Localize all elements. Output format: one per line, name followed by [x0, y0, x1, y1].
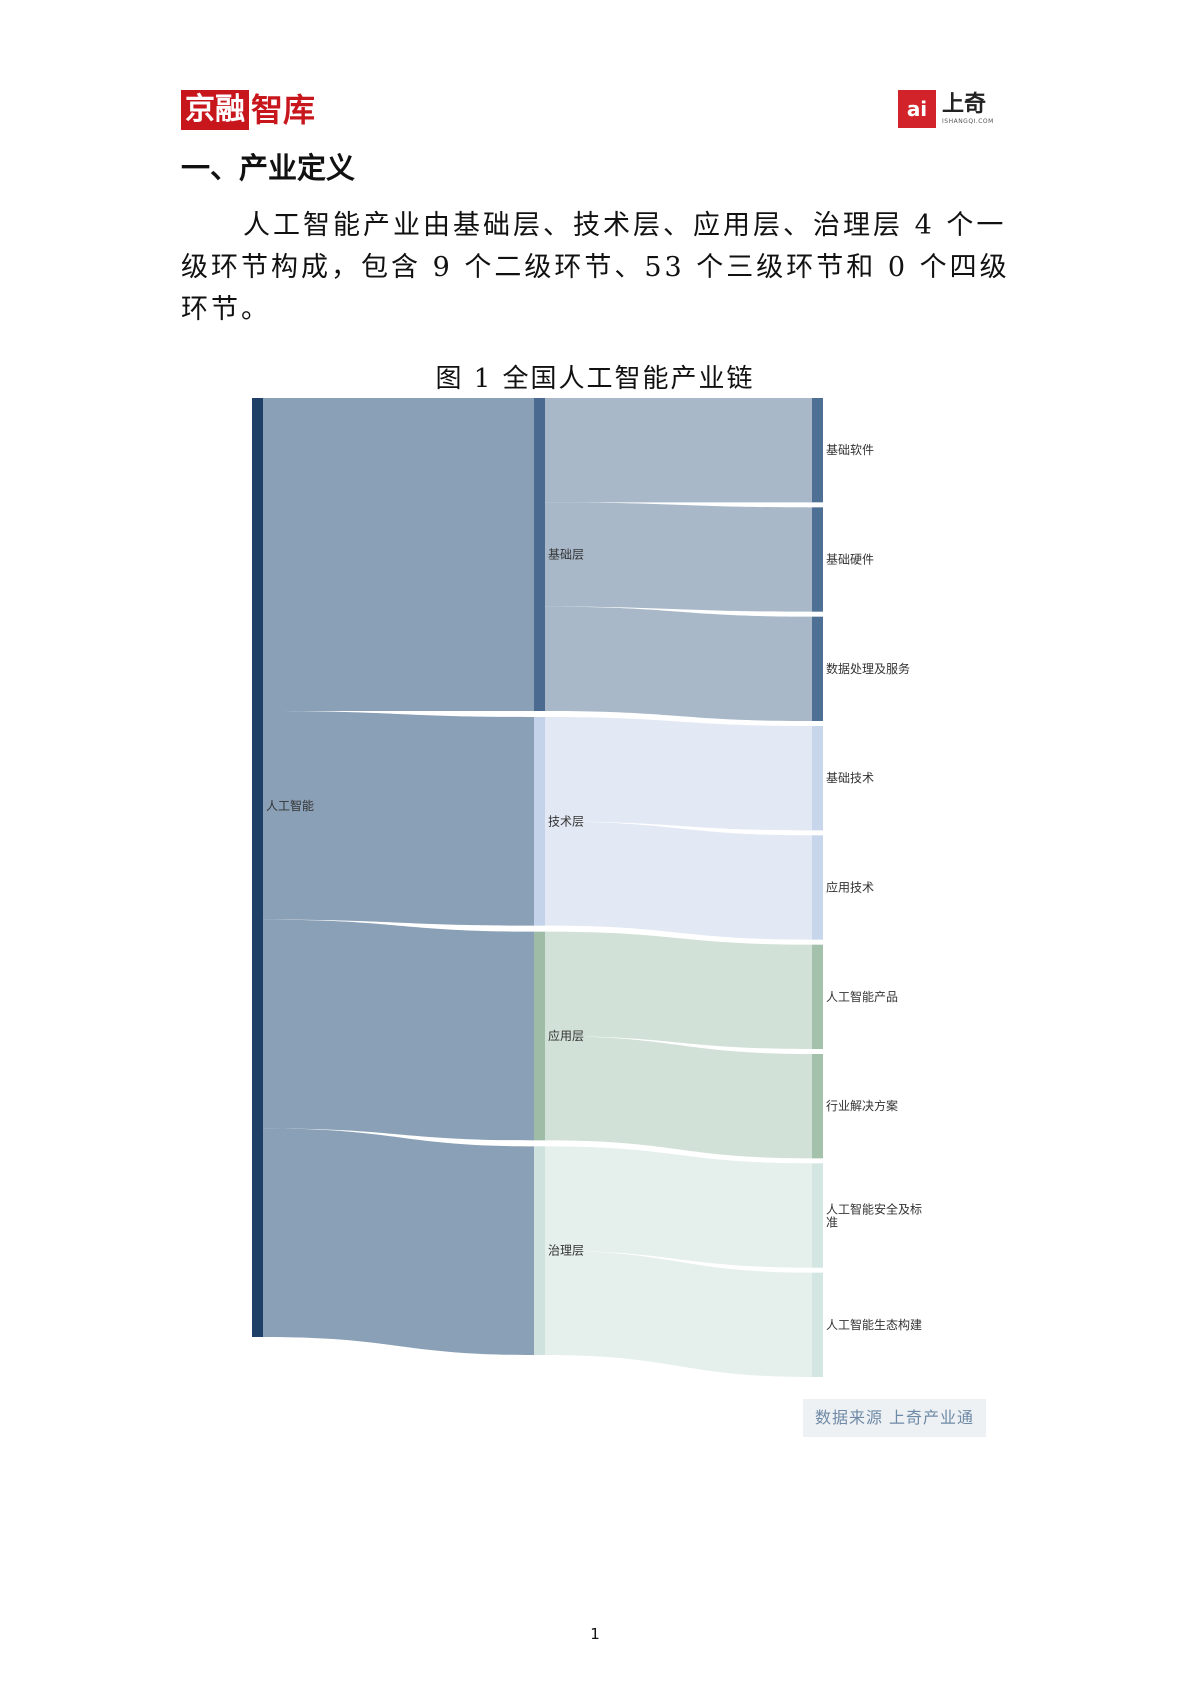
sankey-link — [545, 1036, 812, 1159]
shangqi-logo: ai 上奇 ISHANGQI.COM — [898, 88, 994, 130]
jingrong-think-tank-logo: 京融 智库 — [181, 90, 315, 130]
sankey-link — [545, 502, 812, 612]
sankey-node-label: 人工智能 — [266, 798, 314, 813]
shangqi-logo-mark: ai — [898, 90, 936, 128]
sankey-node-label: 应用技术 — [826, 880, 874, 895]
sankey-node-label: 人工智能安全及标准 — [826, 1202, 922, 1230]
sankey-links — [263, 398, 812, 1377]
sankey-node — [534, 398, 545, 711]
sankey-node-label: 基础软件 — [826, 443, 874, 457]
sankey-node-label: 人工智能产品 — [826, 989, 898, 1004]
sankey-link — [545, 398, 812, 503]
sankey-node — [812, 1054, 823, 1159]
figure-title: 图 1 全国人工智能产业链 — [435, 364, 755, 394]
sankey-node — [812, 398, 823, 503]
sankey-node-label: 行业解决方案 — [826, 1098, 898, 1113]
sankey-node — [534, 931, 545, 1141]
sankey-node-label: 技术层 — [548, 814, 584, 828]
sankey-node — [812, 726, 823, 831]
sankey-node-label: 基础技术 — [826, 771, 874, 785]
sankey-link — [263, 919, 534, 1141]
sankey-node — [812, 944, 823, 1049]
shangqi-logo-name: 上奇 — [942, 92, 987, 117]
sankey-link — [545, 821, 812, 940]
sankey-node-label: 数据处理及服务 — [826, 661, 910, 676]
sankey-link — [545, 931, 812, 1049]
sankey-link — [545, 717, 812, 831]
sankey-node — [812, 616, 823, 721]
sankey-link — [263, 711, 534, 926]
sankey-node-label: 应用层 — [548, 1028, 584, 1043]
sankey-node — [812, 507, 823, 612]
logo-boxed-text: 京融 — [181, 90, 249, 130]
data-source-note: 数据来源 上奇产业通 — [803, 1399, 986, 1437]
sankey-link — [545, 1250, 812, 1377]
page-number: 1 — [590, 1625, 600, 1643]
sankey-nodes — [252, 398, 823, 1377]
sankey-node — [534, 1146, 545, 1355]
sankey-node — [812, 835, 823, 940]
shangqi-logo-url: ISHANGQI.COM — [942, 118, 994, 125]
sankey-link — [263, 398, 534, 711]
sankey-node-label: 人工智能生态构建 — [826, 1317, 922, 1332]
sankey-link — [545, 1146, 812, 1268]
sankey-link — [263, 1128, 534, 1355]
sankey-node — [252, 398, 263, 1337]
sankey-node-label: 基础硬件 — [826, 553, 874, 567]
sankey-node — [534, 717, 545, 926]
sankey-node — [812, 1272, 823, 1377]
definition-paragraph: 人工智能产业由基础层、技术层、应用层、治理层 4 个一级环节构成，包含 9 个二… — [181, 210, 1010, 325]
sankey-node — [812, 1163, 823, 1268]
section-heading: 一、产业定义 — [181, 151, 356, 185]
logo-text: 智库 — [251, 91, 316, 129]
sankey-link — [545, 606, 812, 721]
sankey-node-label: 基础层 — [548, 548, 584, 562]
sankey-node-label: 治理层 — [548, 1244, 584, 1258]
